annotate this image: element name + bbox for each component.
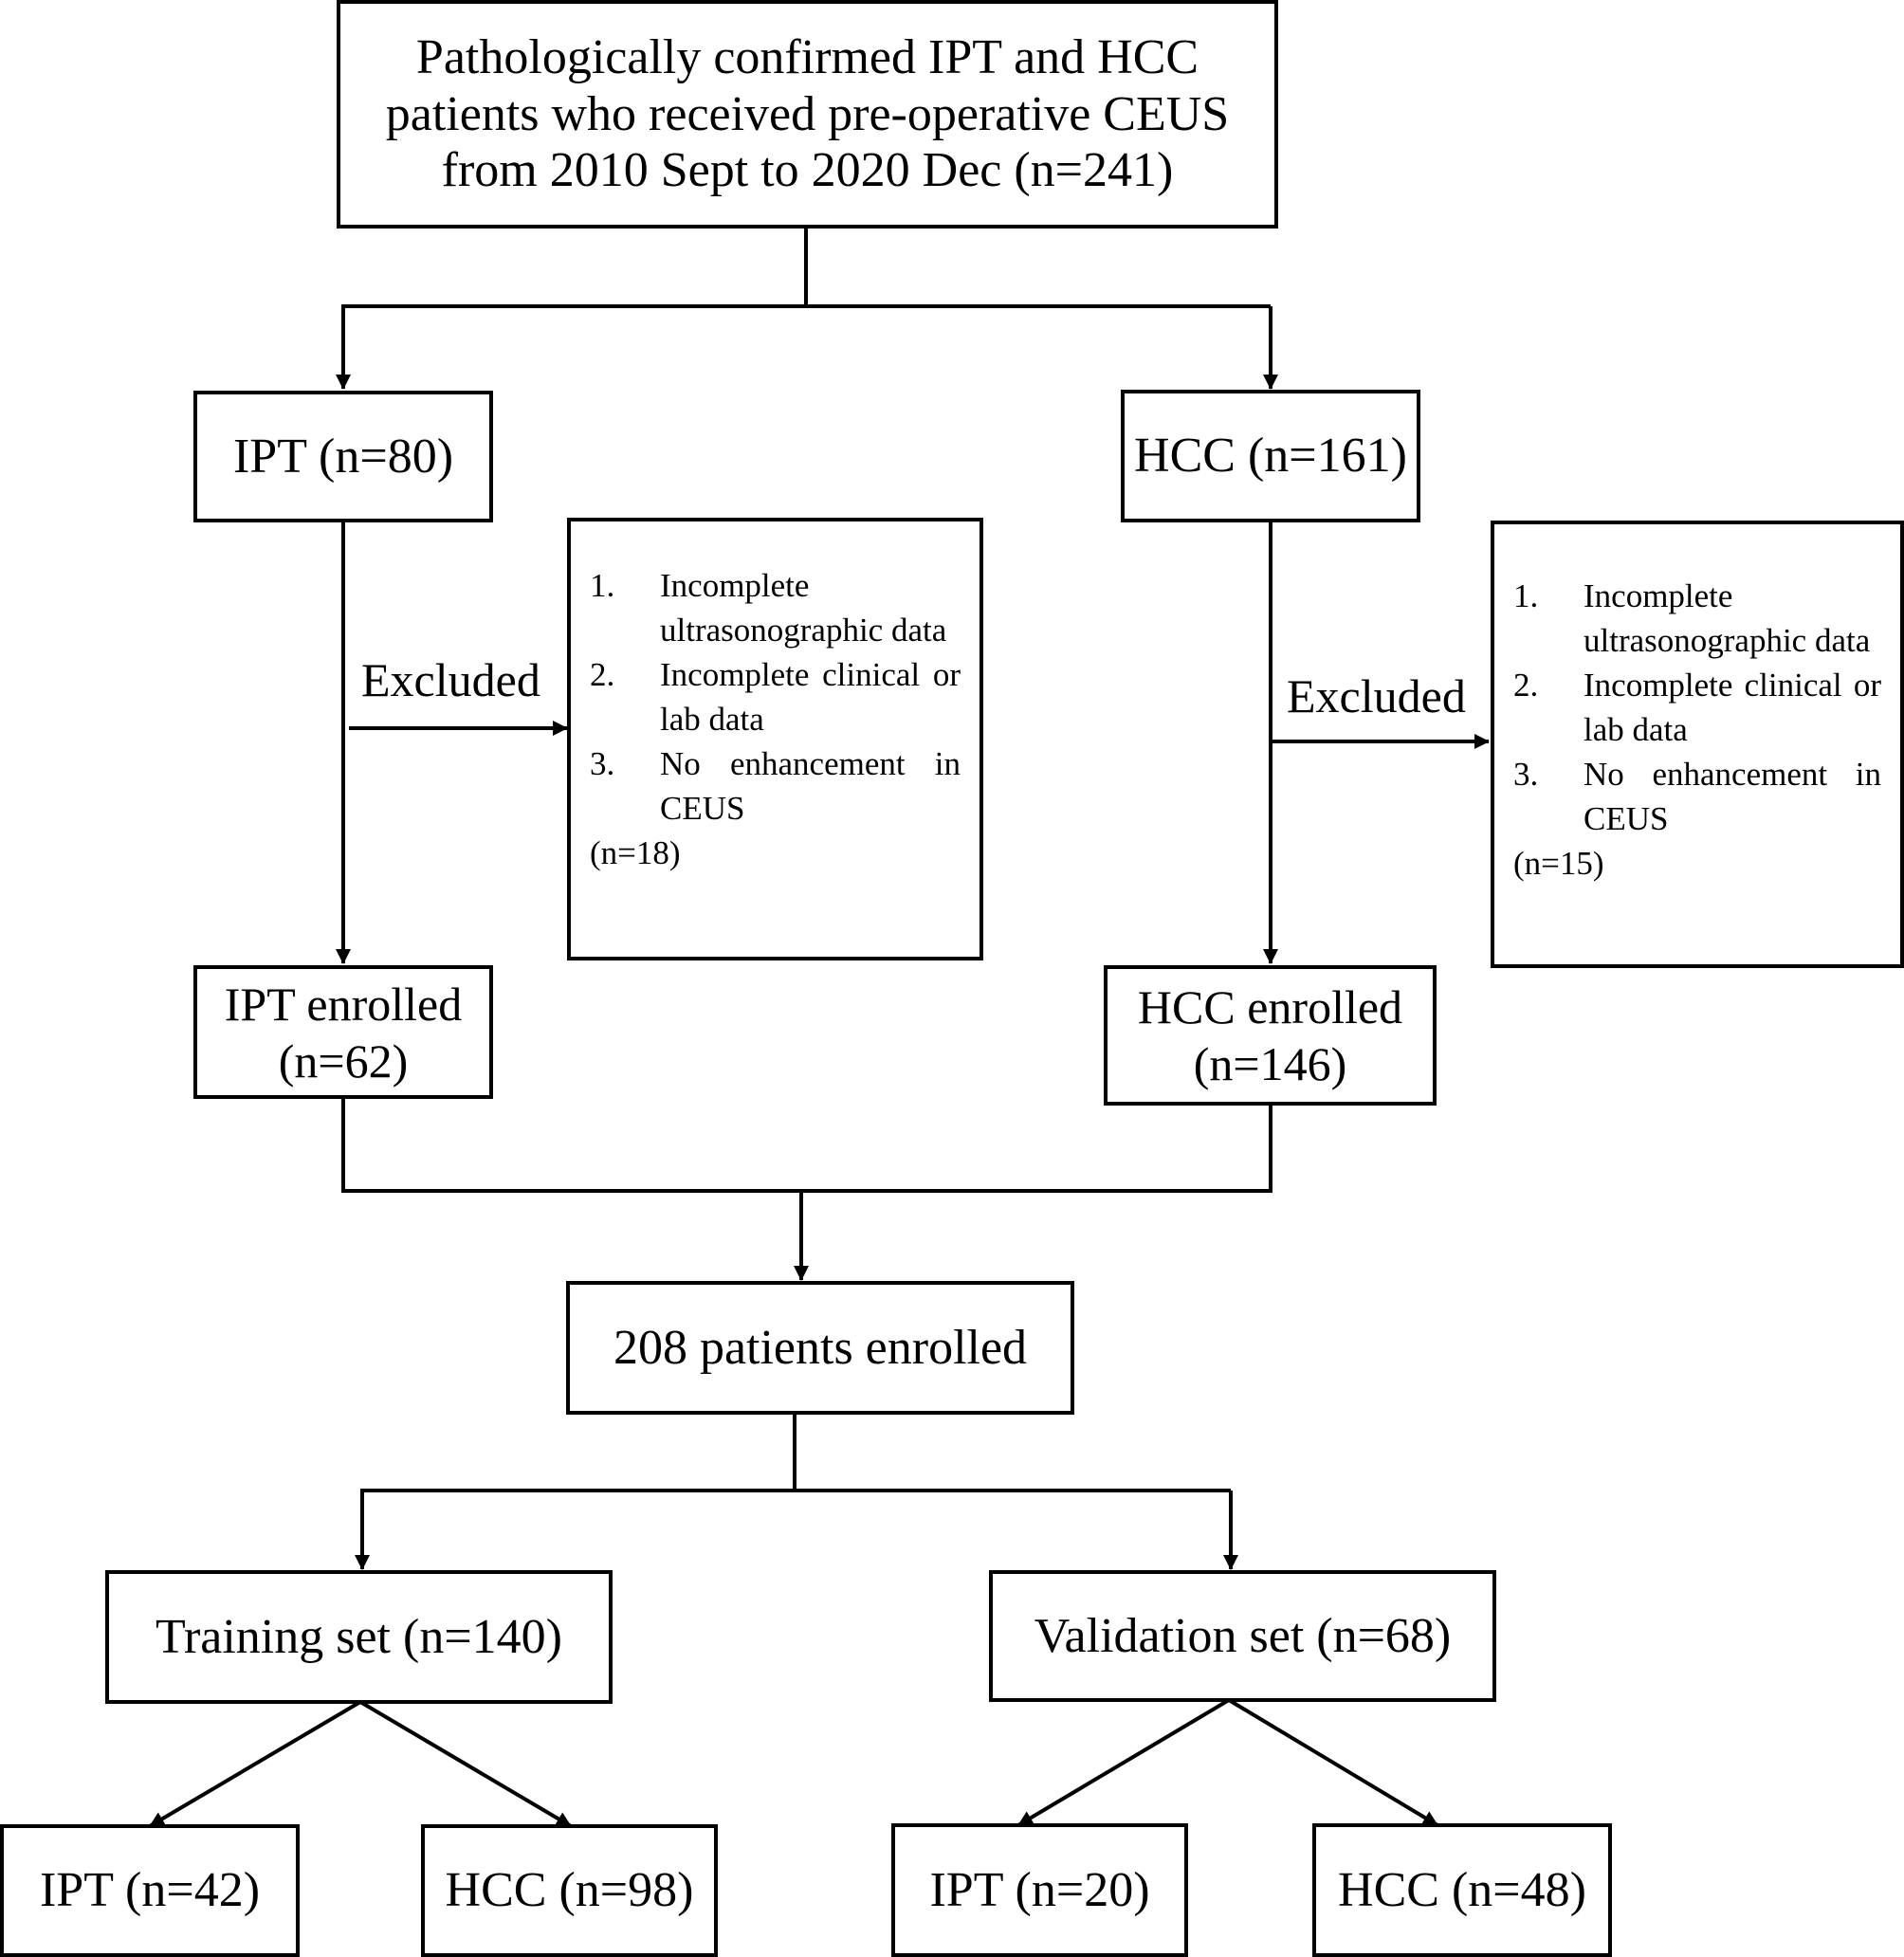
hcc-label: HCC (n=161) xyxy=(1134,429,1407,484)
ipt-enrolled-count: (n=62) xyxy=(278,1033,409,1088)
arrow-validation-hcc xyxy=(1227,1698,1439,1827)
hcc-enrolled-box: HCC enrolled (n=146) xyxy=(1104,965,1437,1106)
exclusion-item: 1. Incomplete ultrasonographic data xyxy=(590,567,947,649)
exclusion-item: 2. Incomplete clinical or lab data xyxy=(590,656,961,738)
exclusion-item: 3. No enhancement in CEUS xyxy=(590,745,961,827)
hcc-enrolled-count: (n=146) xyxy=(1193,1037,1347,1090)
exclusion-item: 1. Incomplete ultrasonographic data xyxy=(1513,577,1871,659)
exclusion-item: 2. Incomplete clinical or lab data xyxy=(1513,667,1881,748)
exclusion-box-left: 1. Incomplete ultrasonographic data 2. I… xyxy=(567,518,983,960)
source-population-box: Pathologically confirmed IPT and HCC pat… xyxy=(337,0,1278,229)
total-enrolled-box: 208 patients enrolled xyxy=(566,1281,1074,1415)
exclusion-count: (n=18) xyxy=(590,834,681,871)
exclusion-count: (n=15) xyxy=(1513,845,1604,882)
training-ipt-box: IPT (n=42) xyxy=(0,1824,300,1957)
training-ipt-label: IPT (n=42) xyxy=(39,1863,261,1918)
training-hcc-label: HCC (n=98) xyxy=(445,1863,694,1918)
ipt-enrolled-title: IPT enrolled xyxy=(224,977,463,1031)
training-set-label: Training set (n=140) xyxy=(156,1609,562,1664)
excluded-label-left: Excluded xyxy=(361,653,540,706)
exclusion-item: 3. No enhancement in CEUS xyxy=(1513,756,1881,837)
source-line-3: from 2010 Sept to 2020 Dec (n=241) xyxy=(441,143,1174,198)
validation-ipt-box: IPT (n=20) xyxy=(891,1823,1188,1957)
ipt-label: IPT (n=80) xyxy=(232,429,454,484)
total-enrolled-label: 208 patients enrolled xyxy=(613,1320,1028,1375)
hcc-box: HCC (n=161) xyxy=(1121,390,1420,522)
arrow-validation-ipt xyxy=(1016,1698,1231,1827)
validation-set-label: Validation set (n=68) xyxy=(1034,1608,1452,1663)
hcc-enrolled-title: HCC enrolled xyxy=(1137,980,1403,1033)
validation-hcc-box: HCC (n=48) xyxy=(1312,1823,1612,1957)
arrow-training-ipt xyxy=(148,1700,362,1828)
source-line-2: patients who received pre-operative CEUS xyxy=(385,86,1230,141)
validation-hcc-label: HCC (n=48) xyxy=(1338,1862,1586,1917)
training-hcc-box: HCC (n=98) xyxy=(421,1824,718,1957)
training-set-box: Training set (n=140) xyxy=(105,1570,613,1704)
validation-ipt-label: IPT (n=20) xyxy=(929,1862,1150,1917)
source-line-1: Pathologically confirmed IPT and HCC xyxy=(415,29,1199,84)
validation-set-box: Validation set (n=68) xyxy=(989,1570,1496,1702)
exclusion-box-right: 1. Incomplete ultrasonographic data 2. I… xyxy=(1491,521,1904,968)
ipt-box: IPT (n=80) xyxy=(193,391,493,522)
ipt-enrolled-box: IPT enrolled (n=62) xyxy=(193,965,493,1099)
arrow-training-hcc xyxy=(358,1700,573,1828)
excluded-label-right: Excluded xyxy=(1287,669,1466,722)
